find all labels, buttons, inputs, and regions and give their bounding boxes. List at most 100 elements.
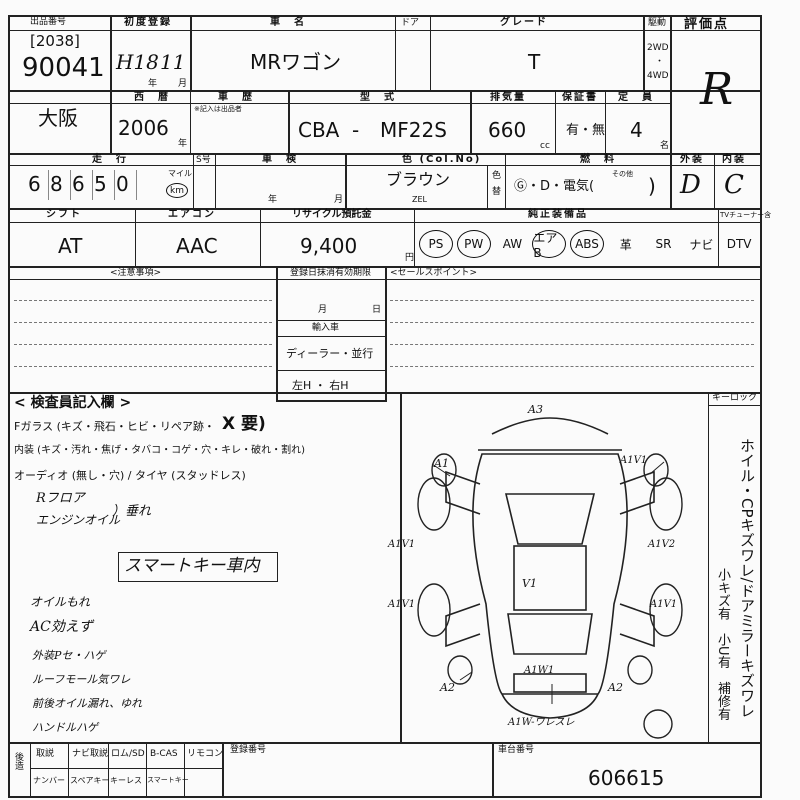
model-code-label: 型 式 [360, 92, 396, 103]
history-label: 車 歴 [218, 92, 254, 103]
history-note: ※記入は出品者 [194, 105, 242, 113]
keylock-label: キーロック [712, 393, 758, 403]
footer-cell: スペアキー [70, 776, 110, 785]
aircon-label: エアコン [168, 209, 216, 220]
month-mark: 月 [178, 79, 188, 89]
equipment-item: PS [419, 230, 453, 258]
hand-note-oil: エンジンオイル [36, 513, 121, 527]
footer-cell: キーレス [110, 776, 142, 785]
grade: T [528, 50, 541, 74]
warranty-label: 保証書 [562, 92, 598, 103]
inspection-year-mark: 年 [268, 195, 278, 205]
mileage-digit: 5 [94, 172, 107, 196]
yen-unit: 円 [405, 253, 415, 263]
hand-note-drip: ）垂れ [112, 504, 152, 519]
mileage-unit-km: km [166, 183, 188, 198]
capacity-label: 定 員 [618, 92, 654, 103]
grade-label: グレード [500, 17, 548, 28]
steering-side: 左H ・ 右H [292, 379, 349, 392]
model-prefix: CBA [298, 118, 340, 142]
capacity-unit: 名 [660, 141, 670, 151]
model-code: MF22S [380, 118, 447, 142]
damage-mark: A1V1 [620, 455, 648, 466]
first-registration-month: 11 [160, 50, 186, 74]
glass-line: Fガラス (キズ・飛石・ヒビ・リペア跡・ [14, 420, 215, 433]
damage-mark: A3 [528, 403, 543, 416]
year-mark-2: 年 [178, 139, 188, 149]
dealer-parallel: ディーラー・並行 [286, 347, 374, 360]
aircon: AAC [176, 234, 218, 258]
car-name-label: 車 名 [270, 17, 306, 28]
mileage-digit: 6 [72, 172, 85, 196]
footer-cell: ロム/SD [111, 749, 145, 759]
registration-number-label: 登録番号 [230, 745, 267, 755]
smart-key-note: スマートキー車内 [124, 556, 260, 576]
shift: AT [58, 234, 83, 258]
chassis-number: 606615 [588, 766, 665, 790]
audio-tire-line: オーディオ (無し・穴) / タイヤ (スタッドレス) [14, 469, 246, 482]
footer-cell: B-CAS [150, 749, 178, 759]
expiry-day: 日 [372, 305, 382, 315]
fuel-other: その他 [612, 170, 633, 178]
interior-line: 内装 (キズ・汚れ・焦げ・タバコ・コゲ・穴・キレ・破れ・割れ) [14, 445, 305, 456]
side-note-main: ホイル・CPキズワレ/ドアミラーキズワレ [738, 438, 756, 718]
s-number-label: S号 [196, 155, 211, 165]
year-mark: 年 [148, 79, 158, 89]
interior-label: 内装 [722, 154, 746, 165]
footer-cell: ナンバー [33, 776, 65, 785]
damage-mark: A1W1 [524, 665, 555, 676]
lot-number-label: 出品番号 [30, 17, 67, 27]
door-label: ドア [401, 18, 420, 28]
glass-mark: X 要) [222, 414, 266, 434]
smart-key-box [118, 552, 278, 582]
fuel-close: ) [648, 174, 656, 198]
drive-2wd: 2WD [647, 43, 669, 53]
after-label: 後造 [13, 752, 23, 770]
displacement-label: 排気量 [490, 92, 526, 103]
location: 大阪 [38, 106, 78, 130]
exterior-grade: D [680, 170, 701, 200]
damage-mark: A1V1 [388, 539, 416, 550]
hand-list-item: 外装Pセ・ハゲ [32, 649, 106, 662]
color-change-a: 色 [492, 171, 502, 181]
equipment-item: DTV [726, 237, 752, 251]
first-registration-label: 初度登録 [124, 17, 172, 28]
expiry-label: 登録日抹消有効期限 [290, 268, 372, 278]
damage-mark: A1V2 [648, 539, 676, 550]
expiry-month: 月 [318, 305, 328, 315]
side-note-sub: 小キズ有 小U有 補修有 [715, 568, 730, 721]
color: ブラウン [386, 170, 451, 189]
fuel-label: 燃 料 [580, 154, 616, 165]
color-change-b: 替 [492, 187, 502, 197]
damage-mark: A1 [434, 457, 449, 470]
footer-cell: ナビ取説 [72, 749, 109, 759]
tv-tuner-label: TVチューナー含 [720, 211, 772, 219]
car-name: MRワゴン [250, 50, 342, 74]
warranty: 有・無 [566, 123, 606, 138]
mileage-digit: 0 [116, 172, 129, 196]
inspector-title: < 検査員記入欄 > [14, 395, 132, 411]
mileage-label: 走 行 [92, 154, 128, 165]
hand-list-item: ハンドルハゲ [32, 721, 98, 734]
mileage-digit: 8 [50, 172, 63, 196]
model-year: 2006 [118, 116, 169, 140]
hand-note-floor: Rフロア [36, 491, 85, 506]
lot-number: 90041 [22, 53, 105, 83]
displacement: 660 [488, 118, 527, 142]
hand-list-item: ルーフモール気ワレ [32, 673, 131, 686]
hand-list-item: AC効えず [30, 619, 93, 635]
damage-mark: A2 [440, 681, 455, 694]
year-label: 西 暦 [134, 92, 170, 103]
lot-sub-number: [2038] [30, 32, 80, 50]
equipment-label: 純正装備品 [528, 209, 588, 220]
cc-unit: cc [540, 141, 550, 151]
hand-list-item: 前後オイル漏れ、ゆれ [32, 697, 143, 710]
equipment-item: エアB [532, 230, 567, 260]
fuel-types: Ⓖ・D・電気( [514, 179, 595, 194]
evaluation-score: R [700, 64, 734, 115]
car-damage-diagram [417, 417, 683, 739]
color-code: ZEL [412, 195, 427, 204]
color-label: 色 (Col.No) [402, 154, 482, 165]
